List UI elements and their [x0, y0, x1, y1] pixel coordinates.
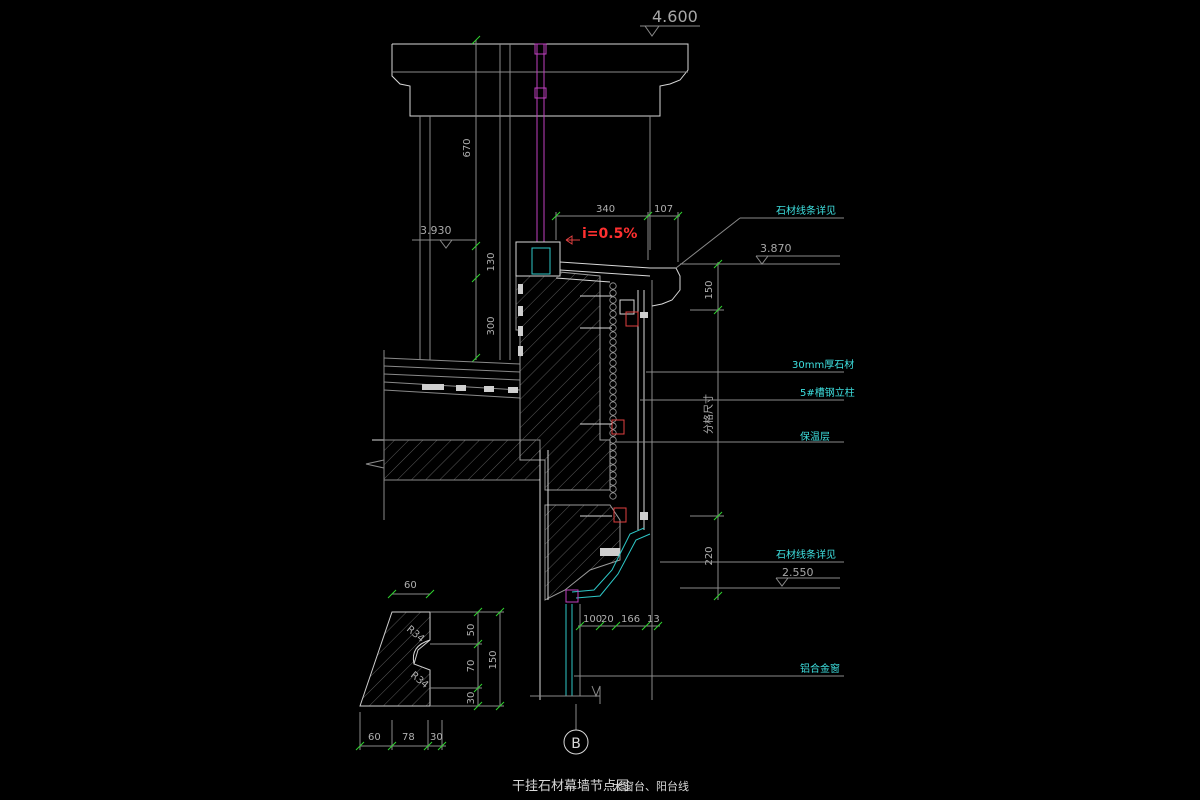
aluminum-window: [530, 604, 601, 730]
insulation-circle: [609, 380, 617, 388]
dim-150-right: 150: [704, 280, 715, 299]
profile-dim-top-60: 60: [404, 580, 417, 591]
elevation-top: 4.600: [640, 7, 700, 37]
top-cornice: [391, 43, 689, 360]
callout-channel-steel: 5#槽钢立柱: [800, 386, 855, 399]
dim-300: 300: [486, 316, 497, 335]
stone-lower-diagonal: [565, 527, 651, 603]
insulation-circle: [609, 485, 617, 493]
callout-aluminum-window: 铝合金窗: [800, 662, 840, 675]
stone-cladding: [580, 280, 653, 700]
right-dimension-chain: 150 分格尺寸 220: [690, 259, 724, 601]
bottom-dimensions: 100 20 166 13: [575, 614, 663, 631]
insulation-circle: [609, 450, 617, 458]
dim-220: 220: [704, 546, 715, 565]
dim-bottom-100: 100: [583, 614, 602, 625]
insulation-circle: [609, 282, 617, 290]
dim-340: 340: [596, 204, 615, 215]
profile-dim-bottom-60: 60: [368, 732, 381, 743]
insulation-circle: [609, 373, 617, 381]
insulation-circle: [609, 408, 617, 416]
insulation-circle: [609, 289, 617, 297]
insulation-circle: [609, 471, 617, 479]
dim-grid-size: 分格尺寸: [702, 394, 715, 434]
profile-detail: 60 50 70 150 30 R34 R34 60 78 30: [355, 580, 505, 751]
elevation-left-label: 3.930: [420, 224, 452, 237]
elevation-left: 3.930: [412, 224, 476, 249]
insulation-circle: [609, 352, 617, 360]
insulation-circle: [609, 436, 617, 444]
insulation-circle: [609, 443, 617, 451]
profile-dim-150: 150: [488, 650, 499, 669]
callout-stone-line-upper: 石材线条详见: [776, 204, 836, 217]
insulation-circle: [609, 345, 617, 353]
insulation-circle: [609, 478, 617, 486]
insulation-circle: [609, 422, 617, 430]
insulation-circle: [609, 303, 617, 311]
insulation-circle: [609, 359, 617, 367]
elevation-right-upper-label: 3.870: [760, 242, 792, 255]
top-dimensions: 340 107: [551, 204, 683, 262]
dim-bottom-166: 166: [621, 614, 640, 625]
slope-label: i=0.5%: [582, 226, 637, 242]
lower-hood: [539, 450, 621, 700]
elevation-right-upper: 3.870: [680, 242, 840, 265]
profile-dim-bottom-30: 30: [430, 732, 443, 743]
insulation-circle: [609, 394, 617, 402]
insulation-circle: [609, 429, 617, 437]
axis-bubble: B: [563, 729, 589, 755]
insulation-circle: [609, 415, 617, 423]
insulation-circle: [609, 464, 617, 472]
dim-130: 130: [486, 252, 497, 271]
elevation-right-lower-label: 2.550: [782, 566, 814, 579]
callout-stone-30mm: 30mm厚石材: [792, 358, 854, 371]
dim-bottom-20: 20: [601, 614, 614, 625]
elevation-right-lower: 2.550: [680, 566, 840, 589]
profile-dim-30: 30: [466, 692, 477, 705]
slope-annotation: i=0.5%: [565, 226, 637, 245]
floor-slab: [365, 350, 541, 520]
insulation-circle: [609, 492, 617, 500]
profile-dim-70: 70: [466, 660, 477, 673]
profile-dim-50: 50: [466, 624, 477, 637]
stone-cap-upper: [650, 217, 741, 307]
left-dimension-chain: 670 130 300: [462, 35, 497, 363]
profile-dim-bottom-78: 78: [402, 732, 415, 743]
insulation-circle: [609, 387, 617, 395]
dim-670: 670: [462, 138, 473, 157]
axis-label: B: [571, 736, 581, 752]
insulation-circle: [609, 296, 617, 304]
elevation-top-label: 4.600: [652, 7, 698, 26]
insulation-circle: [609, 401, 617, 409]
insulation-circle: [609, 317, 617, 325]
dim-107: 107: [654, 204, 673, 215]
concrete-sill: [515, 241, 651, 491]
insulation-layer: [609, 282, 617, 500]
insulation-circle: [609, 310, 617, 318]
callout-insulation: 保温层: [800, 430, 830, 443]
callout-stone-line-lower: 石材线条详见: [776, 548, 836, 561]
insulation-circle: [609, 331, 617, 339]
insulation-circle: [609, 366, 617, 374]
subtitle: 大窗台、阳台线: [612, 779, 689, 793]
insulation-circle: [609, 457, 617, 465]
drawing-title: 干挂石材幕墙节点图 大窗台、阳台线: [512, 779, 689, 794]
steel-post: [534, 43, 547, 260]
dim-bottom-13: 13: [647, 614, 660, 625]
title: 干挂石材幕墙节点图: [512, 779, 629, 794]
insulation-circle: [609, 338, 617, 346]
callout-leaders: [574, 217, 844, 677]
